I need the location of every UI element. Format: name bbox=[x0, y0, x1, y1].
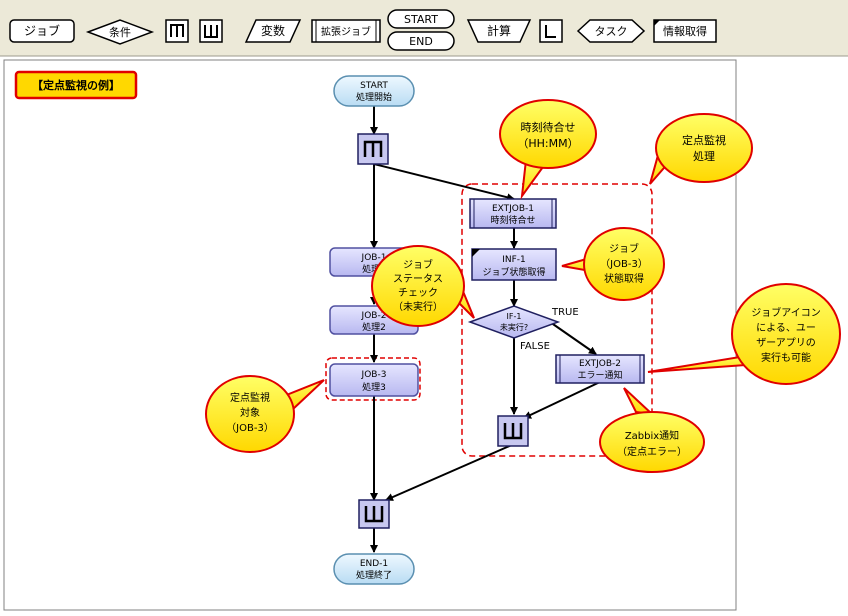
toolbar: ジョブ 条件 変数 拡張ジョブ START bbox=[0, 0, 848, 57]
callout-time-wait-line2: （HH:MM） bbox=[517, 137, 578, 150]
node-job3[interactable]: JOB-3 処理3 bbox=[329, 363, 419, 397]
node-join-inner[interactable] bbox=[497, 415, 529, 447]
toolbar-variable-button[interactable]: 変数 bbox=[244, 19, 302, 43]
connector-if1-true bbox=[549, 321, 597, 355]
toolbar-parallel-start-button[interactable] bbox=[165, 19, 189, 43]
toolbar-task-button[interactable]: タスク bbox=[576, 19, 646, 43]
callout-job-status-line2: （JOB-3） bbox=[600, 258, 648, 270]
callout-job-icon-line2: による、ユー bbox=[756, 322, 816, 334]
node-join-outer[interactable] bbox=[358, 499, 390, 529]
node-inf1[interactable]: INF-1 ジョブ状態取得 bbox=[471, 248, 557, 281]
node-extjob2-line1: EXTJOB-2 bbox=[579, 359, 621, 369]
toolbar-calc-button[interactable]: 計算 bbox=[466, 19, 532, 43]
callout-job-status-line1: ジョブ bbox=[609, 242, 639, 255]
toolbar-start-label: START bbox=[404, 13, 438, 26]
node-extjob2[interactable]: EXTJOB-2 エラー通知 bbox=[555, 354, 645, 384]
toolbar-loop-button[interactable] bbox=[539, 19, 563, 43]
callout-zabbix-line2: （定点エラー） bbox=[617, 445, 687, 458]
toolbar-parallel-end-button[interactable] bbox=[199, 19, 223, 43]
connector-join-join bbox=[385, 443, 515, 501]
title-badge: 【定点監視の例】 bbox=[14, 70, 138, 100]
callout-time-wait: 時刻待合せ （HH:MM） bbox=[499, 99, 597, 200]
callout-status-check: ジョブ ステータス チェック （未実行） bbox=[371, 245, 475, 327]
node-end[interactable]: END-1 処理終了 bbox=[333, 553, 415, 585]
callout-time-wait-line1: 時刻待合せ bbox=[521, 120, 576, 134]
toolbar-calc-label: 計算 bbox=[487, 23, 511, 38]
monitor-group-frame bbox=[461, 183, 653, 457]
node-extjob1-line2: 時刻待合せ bbox=[490, 214, 535, 226]
node-extjob2-line2: エラー通知 bbox=[577, 369, 622, 381]
parallel-end-icon bbox=[204, 25, 218, 38]
loop-icon bbox=[545, 25, 556, 38]
node-job2-line1: JOB-2 bbox=[361, 311, 387, 321]
callout-job-status: ジョブ （JOB-3） 状態取得 bbox=[561, 227, 665, 301]
label-true: TRUE bbox=[551, 307, 579, 318]
callout-target: 定点監視 対象 （JOB-3） bbox=[205, 375, 325, 453]
toolbar-end-label: END bbox=[409, 35, 433, 48]
node-end-line2: 処理終了 bbox=[356, 569, 392, 581]
callout-job-icon-line4: 実行も可能 bbox=[761, 351, 811, 364]
toolbar-info-label: 情報取得 bbox=[663, 25, 707, 38]
toolbar-start-button[interactable]: START bbox=[387, 9, 455, 29]
toolbar-condition-button[interactable]: 条件 bbox=[85, 19, 155, 45]
callout-status-check-line1: ジョブ bbox=[403, 258, 433, 271]
node-job1-line1: JOB-1 bbox=[361, 253, 387, 263]
node-start[interactable]: START 処理開始 bbox=[333, 75, 415, 107]
node-start-line1: START bbox=[360, 81, 388, 91]
parallel-start-icon bbox=[170, 24, 184, 37]
callout-target-line1: 定点監視 bbox=[230, 391, 270, 404]
callout-status-check-line4: （未実行） bbox=[393, 300, 443, 313]
node-if1[interactable]: IF-1 未実行? bbox=[467, 305, 561, 339]
node-inf1-line1: INF-1 bbox=[502, 255, 526, 265]
node-extjob1[interactable]: EXTJOB-1 時刻待合せ bbox=[469, 198, 557, 229]
callout-target-line3: （JOB-3） bbox=[226, 422, 274, 434]
callout-zabbix-line1: Zabbix通知 bbox=[625, 429, 679, 442]
callout-target-line2: 対象 bbox=[240, 406, 260, 419]
callout-job-icon: ジョブアイコン による、ユー ザーアプリの 実行も可能 bbox=[647, 283, 841, 385]
toolbar-job-button[interactable]: ジョブ bbox=[9, 19, 75, 43]
callout-fixed-monitor: 定点監視 処理 bbox=[649, 113, 753, 185]
connectors bbox=[370, 106, 601, 553]
toolbar-job-label: ジョブ bbox=[24, 23, 60, 38]
callout-status-check-line3: チェック bbox=[398, 287, 438, 299]
node-start-line2: 処理開始 bbox=[356, 91, 392, 103]
connector-extjob2-join bbox=[523, 381, 601, 419]
toolbar-info-button[interactable]: 情報取得 bbox=[653, 19, 717, 43]
toolbar-task-label: タスク bbox=[595, 25, 628, 38]
node-job3-line1: JOB-3 bbox=[361, 370, 387, 380]
parallel-start-icon bbox=[363, 140, 383, 157]
node-fork[interactable] bbox=[357, 133, 389, 165]
callout-fixed-monitor-line1: 定点監視 bbox=[682, 133, 726, 147]
toolbar-end-button[interactable]: END bbox=[387, 31, 455, 51]
node-if1-line1: IF-1 bbox=[507, 312, 522, 321]
callout-zabbix: Zabbix通知 （定点エラー） bbox=[599, 387, 705, 473]
parallel-end-icon bbox=[503, 423, 523, 440]
callout-job-status-line3: 状態取得 bbox=[604, 272, 644, 285]
toolbar-extjob-button[interactable]: 拡張ジョブ bbox=[311, 19, 381, 43]
node-if1-line2: 未実行? bbox=[500, 322, 528, 332]
connector-fork-extjob1 bbox=[373, 163, 515, 202]
toolbar-variable-label: 変数 bbox=[261, 23, 285, 38]
node-end-line1: END-1 bbox=[360, 559, 388, 569]
callout-status-check-line2: ステータス bbox=[393, 273, 443, 285]
toolbar-condition-label: 条件 bbox=[109, 25, 131, 39]
callout-fixed-monitor-line2: 処理 bbox=[693, 150, 715, 163]
callout-job-icon-line3: ザーアプリの bbox=[756, 337, 816, 349]
parallel-end-icon bbox=[364, 506, 384, 523]
node-job2-line2: 処理2 bbox=[362, 321, 386, 333]
label-false: FALSE bbox=[520, 341, 550, 352]
node-inf1-line2: ジョブ状態取得 bbox=[482, 266, 545, 278]
node-extjob1-line1: EXTJOB-1 bbox=[492, 204, 534, 214]
callout-job-icon-line1: ジョブアイコン bbox=[751, 306, 821, 319]
node-job3-line2: 処理3 bbox=[362, 381, 386, 393]
toolbar-extjob-label: 拡張ジョブ bbox=[321, 25, 371, 38]
title-badge-label: 【定点監視の例】 bbox=[32, 78, 120, 92]
